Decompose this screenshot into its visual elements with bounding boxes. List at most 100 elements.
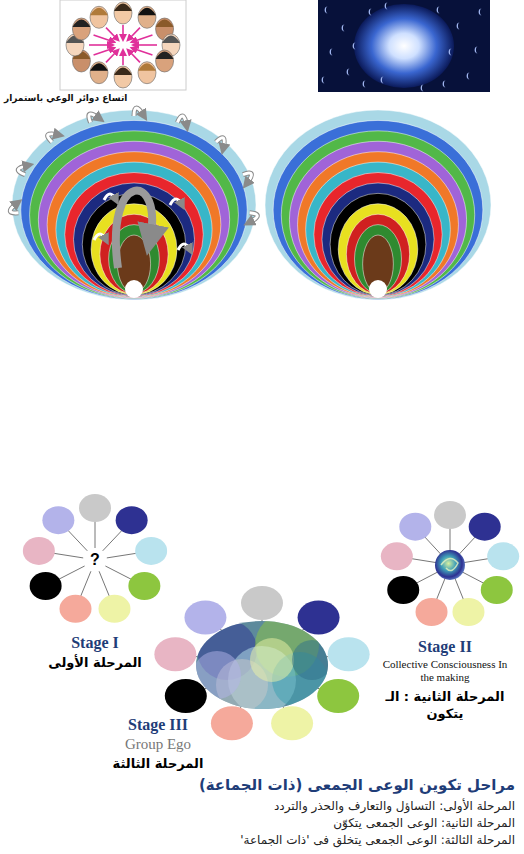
- faces-collage: [156, 50, 174, 72]
- stage-flower: [23, 537, 55, 565]
- nested-circles: [265, 110, 491, 300]
- expanding-circles: [73, 183, 194, 296]
- stage-flower: [298, 601, 340, 635]
- nested-circles: [322, 183, 434, 296]
- expanding-circles: [134, 108, 144, 116]
- stage-flower: [193, 651, 241, 699]
- stage-caption: المرحلة الثانية : الـ يتكون: [368, 688, 522, 722]
- faces-collage: [122, 25, 124, 38]
- nested-circles: [369, 280, 387, 298]
- stage-group: Stage II Collective Consciousness In the …: [368, 488, 522, 726]
- stage-note: المرحلة الأولى: التساؤل والتعارف والحذر …: [10, 798, 515, 814]
- night-sky: [347, 69, 350, 76]
- stage-flower: [387, 576, 419, 604]
- night-sky: [385, 3, 388, 10]
- figure-label: اتساع دوائر الوعي باستمرار: [4, 93, 154, 104]
- stage-flower: [469, 513, 501, 541]
- stage-flower: [317, 679, 359, 713]
- stage-flower: [328, 637, 370, 671]
- faces-collage: [162, 36, 180, 44]
- night-sky: [467, 73, 470, 80]
- nested-circles: [298, 152, 459, 298]
- expanding-circles: [82, 193, 185, 295]
- expanding-circles: [10, 203, 18, 213]
- stage-flower: [79, 494, 111, 522]
- faces-collage: [90, 8, 108, 16]
- stage-flower: [292, 640, 332, 680]
- faces-collage: [106, 28, 117, 39]
- stage-flower: [416, 598, 448, 626]
- night-sky: [330, 49, 333, 56]
- faces-collage: [133, 49, 152, 56]
- night-sky: [449, 49, 452, 56]
- expanding-circles: [89, 114, 100, 122]
- expanding-circles: [48, 134, 59, 142]
- stage-caption: Group Ego: [108, 736, 208, 753]
- expanding-circles: [249, 213, 258, 223]
- faces-collage: [90, 62, 108, 84]
- question-mark: ?: [85, 551, 105, 569]
- expanding-circles: [94, 234, 106, 240]
- faces-collage: [138, 8, 156, 16]
- faces-collage: [129, 28, 140, 39]
- night-sky: [479, 9, 482, 16]
- night-sky: [381, 77, 384, 84]
- faces-collage: [106, 51, 117, 62]
- expanding-circles: [30, 131, 239, 299]
- expanding-circles: [243, 173, 251, 184]
- expanding-circles: [18, 165, 28, 174]
- stage-group: Stage III Group Ego المرحلة الثالثة: [108, 596, 370, 776]
- expanding-circles: [134, 108, 144, 116]
- expanding-circles: [10, 203, 18, 213]
- expanding-circles: [177, 116, 186, 126]
- faces-collage: [122, 52, 124, 65]
- stage-caption: Collective Consciousness In the making: [378, 658, 512, 684]
- expanding-circles: [65, 173, 204, 297]
- stage-flower: [184, 601, 226, 635]
- stage-group: Stage Iالمرحلة الأولى: [10, 488, 180, 675]
- stage-flower: [60, 595, 92, 623]
- expanding-circles: [125, 280, 143, 298]
- expanding-circles: [56, 162, 212, 297]
- stage-heading: Stage III: [108, 716, 208, 734]
- stage-heading: Stage I: [10, 634, 180, 652]
- expanding-circles: [47, 152, 221, 298]
- expanding-circles: [170, 199, 182, 205]
- nested-circles: [273, 120, 483, 299]
- night-sky: [443, 81, 446, 88]
- nested-circles: [306, 162, 451, 297]
- nested-circles: [289, 141, 466, 298]
- faces-collage: [60, 0, 186, 90]
- stage-heading: Stage II: [368, 638, 522, 656]
- nested-circles: [265, 110, 491, 300]
- diagram-title: مراحل تكوين الوعى الجمعى (ذات الجماعة): [10, 776, 515, 795]
- stage-flower: [452, 598, 484, 626]
- stage-caption: المرحلة الثالثة: [108, 755, 208, 772]
- faces-collage: [90, 63, 108, 71]
- stage-flower: [487, 542, 519, 570]
- stage-flower: [441, 558, 458, 570]
- faces-collage: [114, 4, 132, 12]
- faces-collage: [72, 20, 90, 28]
- stage-flower: [250, 638, 294, 682]
- faces-collage: [94, 35, 113, 42]
- stage-flower: [30, 572, 62, 600]
- expanding-circles: [249, 213, 258, 223]
- stage-flower: [42, 506, 74, 534]
- faces-collage: [138, 63, 156, 71]
- night-sky: [318, 0, 490, 92]
- stage-flower: [128, 572, 160, 600]
- expanding-circles: [104, 194, 116, 200]
- faces-collage: [156, 52, 174, 60]
- stage-flower: [154, 637, 196, 671]
- stage-flower: [381, 501, 519, 626]
- expanding-circles: [12, 110, 256, 300]
- expanding-circles: [216, 138, 224, 149]
- night-sky: [318, 0, 490, 92]
- faces-collage: [138, 62, 156, 84]
- faces-collage: [156, 20, 174, 28]
- expanding-circles: [21, 120, 247, 299]
- faces-collage: [114, 2, 132, 24]
- stage-flower: [271, 706, 313, 740]
